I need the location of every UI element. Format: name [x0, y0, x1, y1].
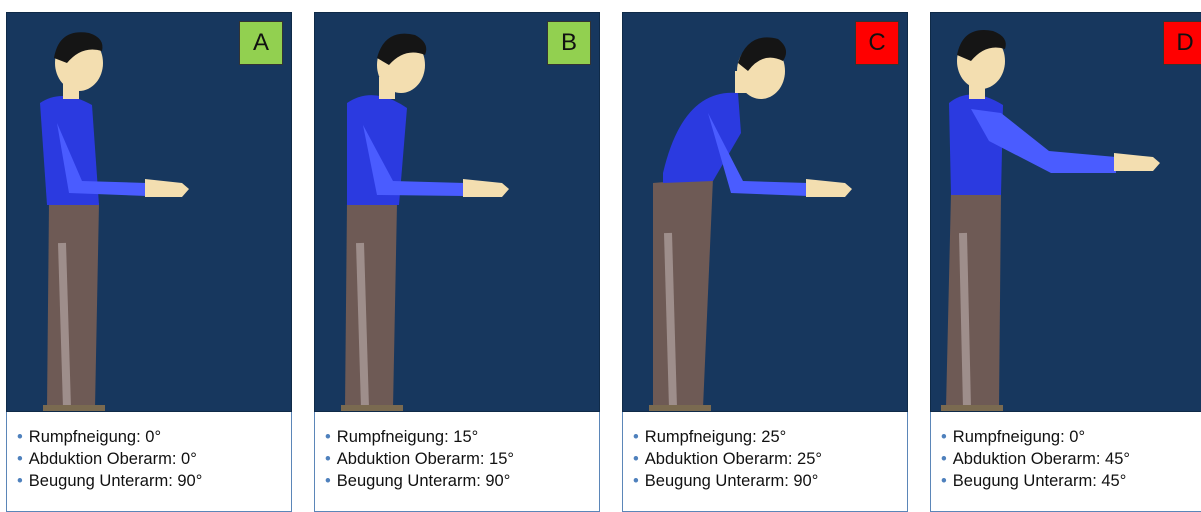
param-trunk-flexion: •Rumpfneigung: 0° [17, 426, 291, 448]
panel-b: B [314, 12, 600, 412]
panel-label-b: B [547, 21, 591, 65]
params-box-b: •Rumpfneigung: 15° •Abduktion Oberarm: 1… [314, 412, 600, 512]
params-box-c: •Rumpfneigung: 25° •Abduktion Oberarm: 2… [622, 412, 908, 512]
params-box-a: •Rumpfneigung: 0° •Abduktion Oberarm: 0°… [6, 412, 292, 512]
param-upper-arm-abduction: •Abduktion Oberarm: 15° [325, 448, 599, 470]
panel-label-d: D [1163, 21, 1201, 65]
param-trunk-flexion: •Rumpfneigung: 25° [633, 426, 907, 448]
pose-a [40, 32, 189, 412]
param-forearm-flexion: •Beugung Unterarm: 90° [633, 470, 907, 492]
panel-label-a: A [239, 21, 283, 65]
human-figure-icon [623, 13, 908, 412]
panel-label-c: C [855, 21, 899, 65]
param-upper-arm-abduction: •Abduktion Oberarm: 0° [17, 448, 291, 470]
panel-c: C [622, 12, 908, 412]
human-figure-icon [315, 13, 600, 412]
param-trunk-flexion: •Rumpfneigung: 15° [325, 426, 599, 448]
param-upper-arm-abduction: •Abduktion Oberarm: 45° [941, 448, 1201, 470]
pose-d [941, 30, 1160, 412]
param-trunk-flexion: •Rumpfneigung: 0° [941, 426, 1201, 448]
human-figure-icon [7, 13, 292, 412]
panel-a: A [6, 12, 292, 412]
panel-d: D [930, 12, 1201, 412]
param-upper-arm-abduction: •Abduktion Oberarm: 25° [633, 448, 907, 470]
param-forearm-flexion: •Beugung Unterarm: 90° [17, 470, 291, 492]
pose-c [649, 37, 852, 412]
param-forearm-flexion: •Beugung Unterarm: 45° [941, 470, 1201, 492]
human-figure-icon [931, 13, 1201, 412]
param-forearm-flexion: •Beugung Unterarm: 90° [325, 470, 599, 492]
params-box-d: •Rumpfneigung: 0° •Abduktion Oberarm: 45… [930, 412, 1201, 512]
pose-b [341, 34, 509, 412]
